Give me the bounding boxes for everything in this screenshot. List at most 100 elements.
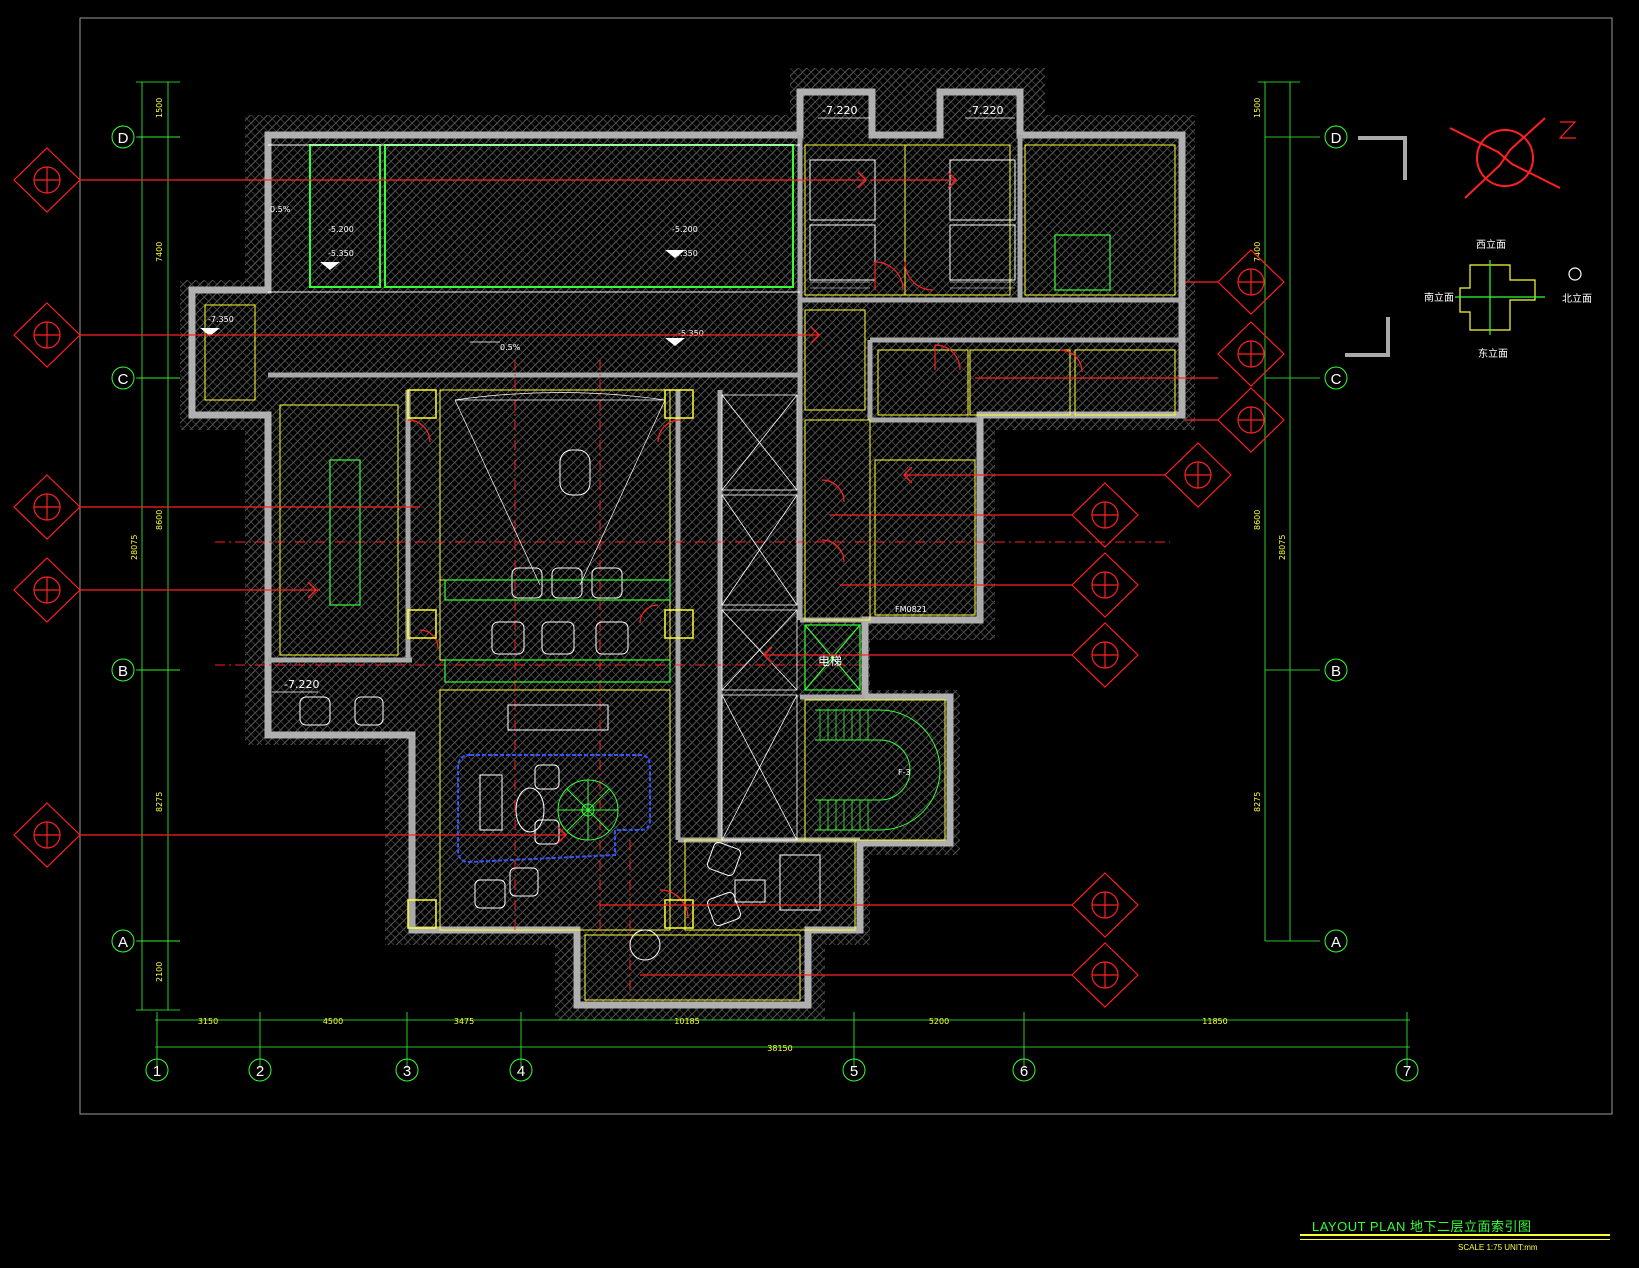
grid-bubble-label: C <box>118 371 129 388</box>
dim-text: 8275 <box>1253 792 1262 812</box>
earth-hatch <box>180 68 1195 1020</box>
grid-bubble-label: 1 <box>153 1063 161 1080</box>
seat-rows <box>329 234 1111 683</box>
key-plan-south: 南立面 <box>1424 291 1454 304</box>
dim-text: 38150 <box>767 1044 792 1053</box>
bottom-dimension-text: 3150 4500 3475 10185 5200 11850 38150 <box>198 1017 1228 1053</box>
grid-bubble-label: 2 <box>256 1063 264 1080</box>
grid-bubble-label: D <box>118 130 129 147</box>
drawing-frame <box>79 17 1613 1115</box>
columns <box>407 389 694 929</box>
dim-text: 11850 <box>1202 1017 1227 1026</box>
elevation-index-icon <box>13 147 81 213</box>
spiral-stair <box>557 779 619 841</box>
dim-text: 28075 <box>130 535 139 560</box>
level-marker: -5.350 <box>672 249 698 258</box>
bottom-dimensions <box>155 1012 1410 1068</box>
grid-bubble-label: 3 <box>403 1063 411 1080</box>
dim-text: 8275 <box>155 792 164 812</box>
elevation-index-icon <box>1071 872 1139 938</box>
elevator <box>804 624 861 691</box>
elevation-index-icon <box>1164 442 1232 508</box>
title-underline-thin <box>1300 1239 1610 1240</box>
dim-text: 1500 <box>1253 98 1262 118</box>
key-plan-north: 北立面 <box>1562 292 1592 305</box>
drawing-title: LAYOUT PLAN 地下二层立面索引图 <box>1312 1219 1532 1234</box>
grid-bubble: 3 <box>395 1058 419 1082</box>
level-marker: -5.350 <box>328 249 354 258</box>
level-marker: -5.200 <box>328 225 354 234</box>
dim-text: 3475 <box>454 1017 474 1026</box>
dim-text: 3150 <box>198 1017 218 1026</box>
level-marker: -7.220 <box>822 104 857 117</box>
elevation-symbols <box>13 147 1285 1008</box>
grid-bubble: D <box>111 125 135 149</box>
dim-text: 28075 <box>1278 535 1287 560</box>
grid-bubble: 1 <box>145 1058 169 1082</box>
grid-bubble: 6 <box>1012 1058 1036 1082</box>
left-dimensions <box>136 81 180 1011</box>
dim-text: 8600 <box>155 510 164 530</box>
elevation-index-icon <box>13 557 81 623</box>
grid-bubble: 7 <box>1395 1058 1419 1082</box>
level-marker: -7.350 <box>208 315 234 324</box>
dim-text: 2100 <box>155 962 164 982</box>
level-marker: -5.350 <box>678 329 704 338</box>
bed-rugs <box>810 281 1015 289</box>
elevation-index-icon <box>13 302 81 368</box>
callout-lines <box>80 179 1218 976</box>
grid-bubble: C <box>1324 366 1348 390</box>
callout-arrows <box>307 171 958 844</box>
key-plan-west: 西立面 <box>1476 238 1506 251</box>
grid-bubble: A <box>1324 929 1348 953</box>
left-dimension-text: 1500 7400 8600 8275 2100 28075 <box>130 98 164 982</box>
grid-bubble-label: 6 <box>1020 1063 1028 1080</box>
level-marker: -7.220 <box>968 104 1003 117</box>
elevation-index-icon <box>1217 321 1285 387</box>
level-marker: -7.220 <box>284 678 319 691</box>
grid-bubble: B <box>111 658 135 682</box>
dim-text: 1500 <box>155 98 164 118</box>
title-block: LAYOUT PLAN 地下二层立面索引图 SCALE 1:75 UNIT:mm <box>1300 1216 1610 1256</box>
grid-bubble: 4 <box>509 1058 533 1082</box>
shaft-crosses <box>721 394 798 841</box>
elevation-index-icon <box>13 474 81 540</box>
lounge-outline <box>457 754 651 864</box>
level-markers: -7.220 -7.220 -5.200 -5.350 -5.200 -5.35… <box>200 104 1015 693</box>
grid-bubble-label: A <box>1331 934 1341 951</box>
scale-note: SCALE 1:75 UNIT:mm <box>1458 1243 1538 1252</box>
stair-label: F-3 <box>898 768 911 777</box>
title-underline <box>1300 1234 1610 1236</box>
furniture <box>299 159 1016 961</box>
slope-label: 0.5% <box>270 205 291 214</box>
grid-bubble-label: B <box>118 663 128 680</box>
key-plan-east: 东立面 <box>1478 347 1508 360</box>
key-plan <box>1455 260 1582 335</box>
dim-text: 10185 <box>674 1017 699 1026</box>
grid-bubble-label: 7 <box>1403 1063 1411 1080</box>
outer-walls <box>188 88 1186 1009</box>
row-bubbles: D C B A D C B A <box>111 125 1348 953</box>
dim-text: 5200 <box>929 1017 949 1026</box>
elevator-label: 电梯 <box>818 654 842 668</box>
elevation-index-icon <box>1071 622 1139 688</box>
dim-text: 4500 <box>323 1017 343 1026</box>
level-marker: -5.200 <box>672 225 698 234</box>
elevation-index-icon <box>1071 552 1139 618</box>
right-dimension-text: 1500 7400 8600 8275 28075 <box>1253 98 1287 812</box>
dim-text: 7400 <box>1253 242 1262 262</box>
grid-bubble: 5 <box>842 1058 866 1082</box>
pool-inner <box>268 144 800 293</box>
grid-bubble: C <box>111 366 135 390</box>
grid-bubble-label: A <box>118 934 128 951</box>
viewport-corners <box>1345 136 1407 357</box>
grid-bubble: B <box>1324 658 1348 682</box>
dim-text: 8600 <box>1253 510 1262 530</box>
elevation-index-icon <box>13 802 81 868</box>
dim-text: 7400 <box>155 242 164 262</box>
elevation-index-icon <box>1071 482 1139 548</box>
grid-bubble-label: 5 <box>850 1063 858 1080</box>
elevation-index-icon <box>1217 387 1285 453</box>
door-tag: FM0821 <box>895 605 927 614</box>
